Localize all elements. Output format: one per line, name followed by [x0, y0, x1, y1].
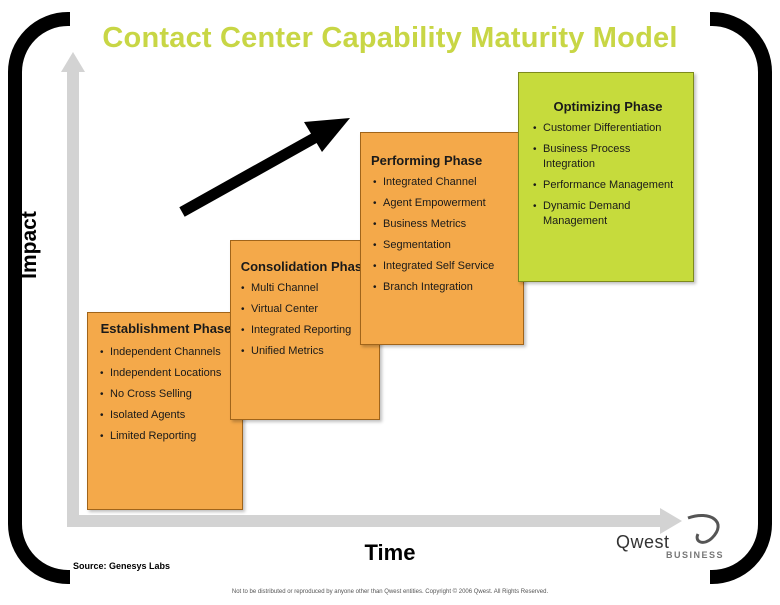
phase-item: Virtual Center: [239, 302, 371, 317]
phase-item: Dynamic Demand Management: [531, 199, 685, 229]
y-axis-label: Impact: [18, 211, 41, 279]
phase-item: Limited Reporting: [98, 429, 234, 444]
qwest-swoosh-icon: [687, 513, 720, 544]
phase-item: Unified Metrics: [239, 344, 371, 359]
qwest-logo: Qwest BUSINESS: [610, 512, 740, 562]
x-axis-label: Time: [364, 540, 416, 565]
phase-performing: Performing Phase Integrated Channel Agen…: [360, 132, 524, 345]
phase-item: Isolated Agents: [98, 408, 234, 423]
phase-establishment: Establishment Phase Independent Channels…: [87, 312, 243, 510]
phase-item: Agent Empowerment: [371, 196, 515, 211]
phase-item: Segmentation: [371, 238, 515, 253]
x-axis-arrowhead: [660, 508, 682, 534]
frame-mask: [70, 560, 710, 590]
y-axis-arrowhead: [61, 52, 85, 72]
phase-item: Branch Integration: [371, 280, 515, 295]
source-note: Source: Genesys Labs: [73, 561, 171, 571]
phase-item: Integrated Reporting: [239, 323, 371, 338]
phase-title: Performing Phase: [371, 153, 483, 168]
phase-item: Business Metrics: [371, 217, 515, 232]
phase-item: Business Process Integration: [531, 142, 685, 172]
phase-item-list: Integrated Channel Agent Empowerment Bus…: [371, 175, 515, 295]
phase-item: Multi Channel: [239, 281, 371, 296]
phase-item: Performance Management: [531, 178, 685, 193]
phase-item-list: Customer Differentiation Business Proces…: [531, 121, 685, 229]
phase-item: Independent Channels: [98, 345, 234, 360]
phase-optimizing: Optimizing Phase Customer Differentiatio…: [518, 72, 694, 282]
progress-arrow-head: [304, 118, 350, 152]
phase-item: Integrated Self Service: [371, 259, 515, 274]
logo-sub: BUSINESS: [666, 550, 725, 560]
phase-consolidation: Consolidation Phase Multi Channel Virtua…: [230, 240, 380, 420]
phase-item-list: Multi Channel Virtual Center Integrated …: [239, 281, 371, 359]
phase-item: No Cross Selling: [98, 387, 234, 402]
phase-item-list: Independent Channels Independent Locatio…: [98, 345, 234, 444]
logo-word: Qwest: [616, 532, 670, 552]
phase-item: Independent Locations: [98, 366, 234, 381]
diagram-title: Contact Center Capability Maturity Model: [102, 22, 678, 54]
phase-item: Integrated Channel: [371, 175, 515, 190]
phase-item: Customer Differentiation: [531, 121, 685, 136]
phase-title: Optimizing Phase: [553, 99, 663, 114]
progress-arrow-shaft: [179, 131, 321, 217]
phase-title: Consolidation Phase: [240, 259, 370, 274]
frame-mask: [70, 8, 710, 38]
copyright-footer: Not to be distributed or reproduced by a…: [231, 589, 549, 595]
x-axis-line: [67, 515, 662, 527]
y-axis-line: [67, 70, 79, 525]
phase-title: Establishment Phase: [100, 321, 232, 336]
